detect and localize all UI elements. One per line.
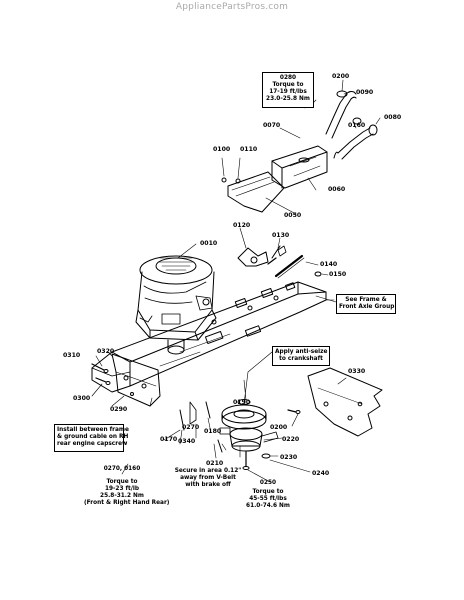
torque-note-0280-line3: 23.0-25.8 Nm xyxy=(266,96,310,102)
anti-seize-note-line1: Apply anti-seize xyxy=(275,349,328,355)
part-0060-label: 0060 xyxy=(328,186,346,193)
part-0320-label: 0320 xyxy=(97,348,115,355)
part-0150-label: 0150 xyxy=(329,271,347,278)
torque-note-0280-line1: Torque to xyxy=(272,82,304,88)
install-between-note-line1: Install between frame xyxy=(57,427,129,433)
anti-seize-note: Apply anti-seize to crankshaft xyxy=(272,346,330,366)
torque-note-0280: 0280 Torque to 17-19 ft/lbs 23.0-25.8 Nm xyxy=(262,72,314,108)
torque-note-0270-head: 0270, 0160 xyxy=(103,466,141,472)
part-0240-label: 0240 xyxy=(312,470,330,477)
exhaust-pipe-lower xyxy=(333,124,378,160)
part-0200-lower-label: 0200 xyxy=(270,424,288,431)
exhaust-pipe-upper xyxy=(325,90,362,139)
frame xyxy=(91,281,327,393)
torque-note-0280-head: 0280 xyxy=(279,75,297,81)
torque-note-0270: 0270, 0160 Torque to 19-23 ft/lb 25.8-31… xyxy=(84,466,170,507)
torque-note-0250-line1: Torque to xyxy=(252,489,284,495)
anti-seize-note-line2: to crankshaft xyxy=(279,356,323,362)
muffler xyxy=(271,145,328,189)
part-0070-label: 0070 xyxy=(263,122,281,129)
secure-area-note-line3: with brake off xyxy=(185,482,231,488)
torque-note-0250-line2: 45-55 ft/lbs xyxy=(249,496,287,502)
frame-group-note-line1: See Frame & xyxy=(345,297,387,303)
torque-note-0270-line4: (Front & Right Hand Rear) xyxy=(84,500,170,506)
frame-group-note-line2: Front Axle Group xyxy=(339,304,395,310)
part-0120-label: 0120 xyxy=(233,222,251,229)
part-0270-label: 0270 xyxy=(182,424,200,431)
part-0100-label: 0100 xyxy=(213,146,231,153)
side-panel xyxy=(307,367,383,437)
part-0310-label: 0310 xyxy=(63,352,81,359)
watermark: AppliancePartsPros.com xyxy=(175,2,289,12)
secure-area-note-line2: away from V-Belt xyxy=(180,475,236,481)
frame-group-note: See Frame & Front Axle Group xyxy=(336,294,396,314)
heat-shield xyxy=(227,171,285,213)
part-0190-label: 0190 xyxy=(233,399,251,406)
torque-note-0280-line2: 17-19 ft/lbs xyxy=(269,89,307,95)
bracket-0120 xyxy=(237,247,269,267)
torque-note-0250: 0250 Torque to 45-55 ft/lbs 61.0-74.6 Nm xyxy=(240,480,296,510)
secure-area-note: Secure in area 0.12" away from V-Belt wi… xyxy=(170,468,246,489)
engine xyxy=(135,255,217,355)
install-between-note-line2: & ground cable on RH xyxy=(57,434,129,440)
part-0200-label: 0200 xyxy=(332,73,350,80)
part-0330-label: 0330 xyxy=(348,368,366,375)
part-0220-label: 0220 xyxy=(282,436,300,443)
secure-area-note-line1: Secure in area 0.12" xyxy=(174,468,242,474)
part-0160-label: 0160 xyxy=(348,122,366,129)
part-0340-label: 0340 xyxy=(178,438,196,445)
part-0180-label: 0180 xyxy=(204,428,222,435)
part-0230-label: 0230 xyxy=(280,454,298,461)
part-0170-label: 0170 xyxy=(160,436,178,443)
part-0050-label: 0050 xyxy=(284,212,302,219)
part-0010-label: 0010 xyxy=(200,240,218,247)
torque-note-0270-line1: Torque to xyxy=(106,479,138,485)
part-0090-label: 0090 xyxy=(356,89,374,96)
part-0290-label: 0290 xyxy=(110,406,128,413)
install-between-note-line3: rear engine capscrew xyxy=(57,441,128,447)
part-0130-label: 0130 xyxy=(272,232,290,239)
install-between-note: Install between frame & ground cable on … xyxy=(54,424,129,452)
torque-note-0250-head: 0250 xyxy=(259,480,277,486)
bracket-left xyxy=(111,353,161,407)
part-0140-label: 0140 xyxy=(320,261,338,268)
part-0080-label: 0080 xyxy=(384,114,402,121)
torque-note-0270-line2: 19-23 ft/lb xyxy=(104,486,140,492)
part-0110-label: 0110 xyxy=(240,146,258,153)
part-0210-label: 0210 xyxy=(206,460,224,467)
torque-note-0270-line3: 25.8-31.2 Nm xyxy=(100,493,144,499)
part-0300-label: 0300 xyxy=(73,395,91,402)
engine-pulley xyxy=(221,399,267,430)
torque-note-0250-line3: 61.0-74.6 Nm xyxy=(246,503,290,509)
